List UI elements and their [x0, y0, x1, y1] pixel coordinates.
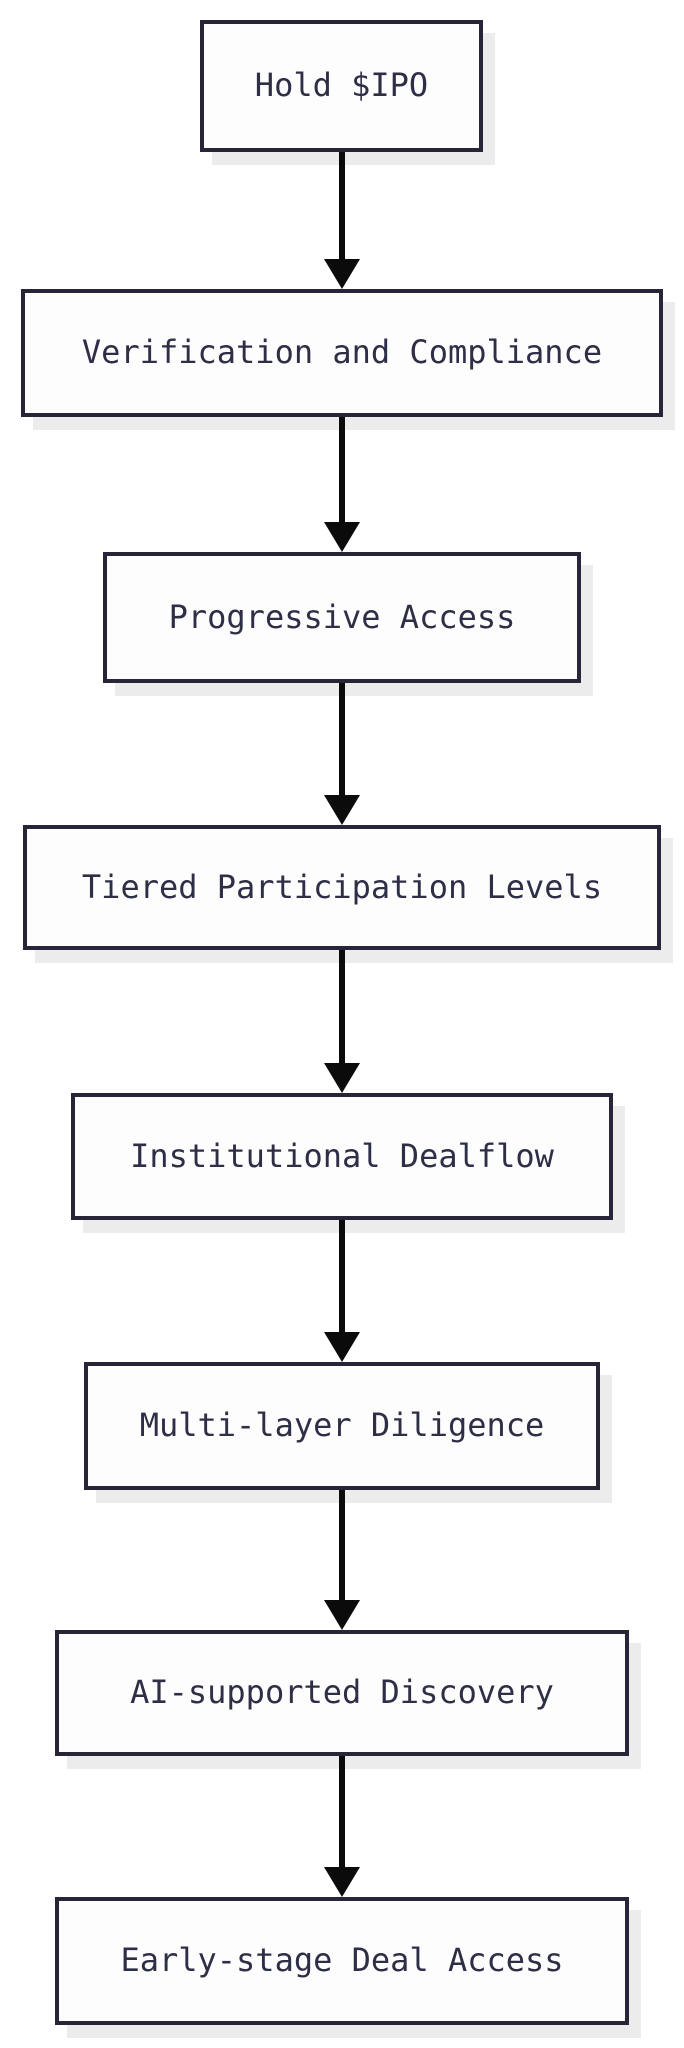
flow-node-label: Hold $IPO — [254, 66, 429, 105]
down-arrow-connector — [324, 1220, 360, 1362]
flow-node-label: Institutional Dealflow — [130, 1136, 554, 1175]
down-arrow-connector — [324, 152, 360, 289]
flow-node-verification-compliance: Verification and Compliance — [21, 289, 663, 417]
flow-node-label: Verification and Compliance — [81, 333, 603, 372]
flow-node-institutional-dealflow: Institutional Dealflow — [71, 1093, 613, 1220]
down-arrow-connector — [324, 1756, 360, 1897]
flow-node-label: Progressive Access — [168, 597, 516, 636]
flow-node-tiered-participation: Tiered Participation Levels — [23, 825, 661, 950]
down-arrow-connector — [324, 683, 360, 825]
down-arrow-connector — [324, 417, 360, 552]
flow-node-label: Tiered Participation Levels — [81, 867, 603, 906]
down-arrow-connector — [324, 1490, 360, 1630]
flow-node-label: AI-supported Discovery — [130, 1673, 554, 1712]
flow-node-hold-ipo: Hold $IPO — [200, 20, 483, 152]
flow-node-multi-layer-diligence: Multi-layer Diligence — [84, 1362, 600, 1490]
flow-node-label: Early-stage Deal Access — [120, 1941, 564, 1980]
flow-node-progressive-access: Progressive Access — [103, 552, 581, 683]
down-arrow-connector — [324, 950, 360, 1093]
flow-node-early-stage-access: Early-stage Deal Access — [55, 1897, 629, 2025]
flow-node-label: Multi-layer Diligence — [139, 1406, 545, 1445]
flow-node-ai-discovery: AI-supported Discovery — [55, 1630, 629, 1756]
